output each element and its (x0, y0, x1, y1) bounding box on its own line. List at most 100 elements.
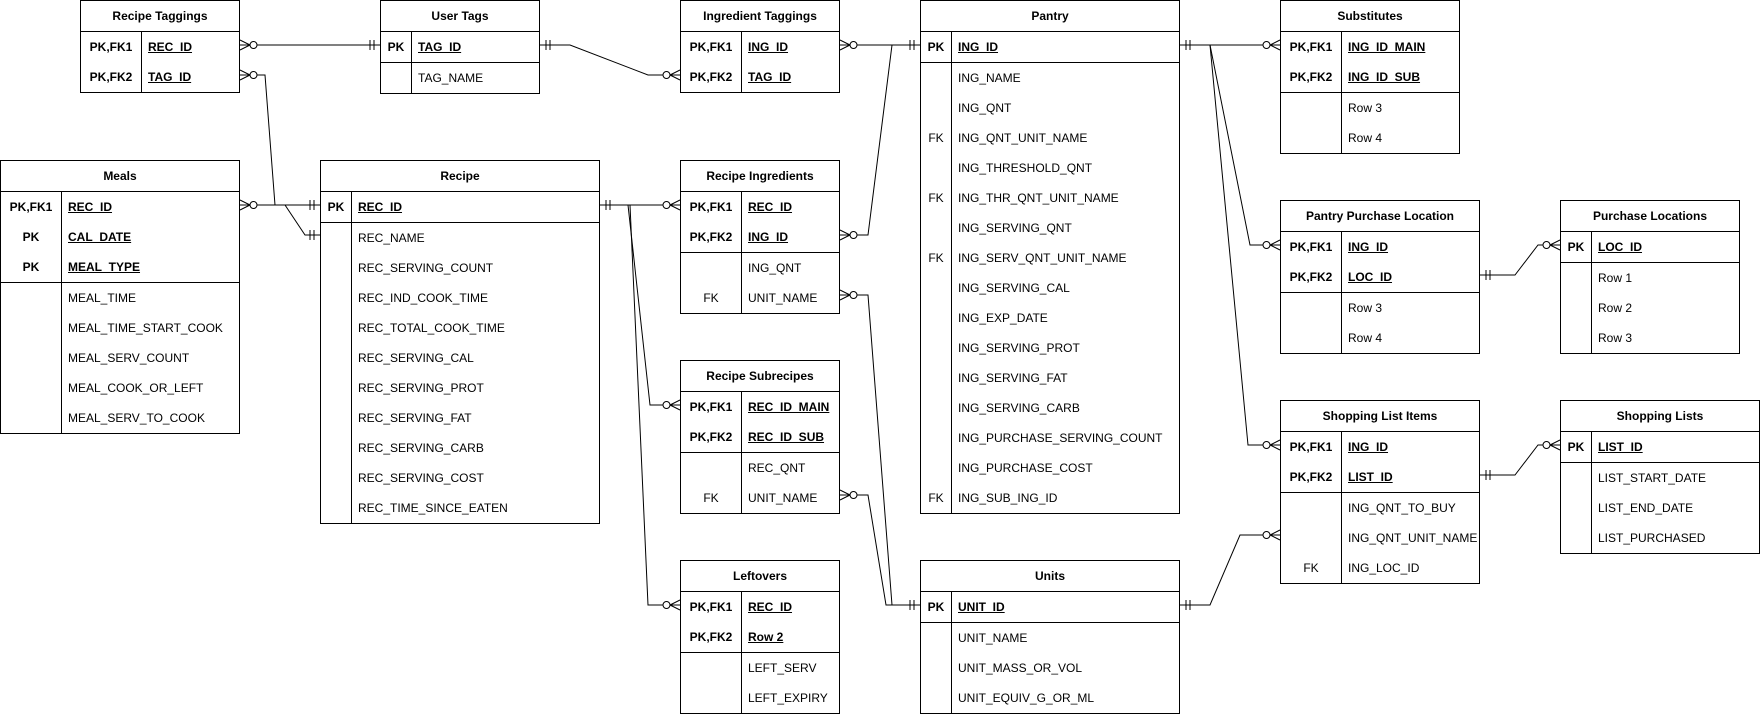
key-marker: FK (928, 491, 944, 505)
key-column-divider (1561, 232, 1592, 262)
field-name: REC_ID (748, 600, 793, 614)
key-marker (1281, 123, 1341, 153)
field-row: MEAL_SERV_COUNT (1, 343, 239, 373)
field-name: ING_THR_QNT_UNIT_NAME (958, 191, 1119, 205)
key-marker (1, 313, 61, 343)
field-name: CAL_DATE (68, 230, 132, 244)
key-marker: PK,FK1 (689, 400, 733, 414)
field-name: ING_ID (1348, 240, 1389, 254)
field-row: ING_QNT_UNIT_NAME (1281, 523, 1479, 553)
field-row: ING_QNT (681, 253, 839, 283)
key-marker: PK (387, 40, 405, 54)
key-marker (321, 343, 351, 373)
field-name: ING_LOC_ID (1348, 561, 1420, 575)
field-row: ING_SERVING_CAL (921, 273, 1179, 303)
key-marker (681, 683, 741, 713)
field-name: ING_ID_SUB (1348, 70, 1421, 84)
field-row: Row 2 (1561, 293, 1739, 323)
field-row: ING_SERVING_PROT (921, 333, 1179, 363)
link-recipe-taggings-recipe (239, 69, 320, 210)
key-column-divider (681, 653, 742, 713)
field-row: LEFT_SERV (681, 653, 839, 683)
field-row: MEAL_TIME (1, 283, 239, 313)
key-marker (1, 343, 61, 373)
key-column-divider (921, 63, 952, 513)
field-name: ING_QNT (958, 101, 1012, 115)
field-row: REC_SERVING_PROT (321, 373, 599, 403)
link-recipe-ingredients-pantry (839, 40, 920, 241)
field-row: PK,FK2 ING_ID_SUB (1281, 62, 1459, 92)
field-row: MEAL_COOK_OR_LEFT (1, 373, 239, 403)
field-name: REC_TOTAL_COOK_TIME (358, 321, 505, 335)
key-marker (321, 373, 351, 403)
field-row: ING_PURCHASE_SERVING_COUNT (921, 423, 1179, 453)
field-name: ING_ID (748, 40, 789, 54)
field-name: ING_QNT_TO_BUY (1348, 501, 1456, 515)
field-name: REC_IND_COOK_TIME (358, 291, 489, 305)
field-row: PK,FK2 TAG_ID (81, 62, 239, 92)
entity-title: User Tags (381, 1, 539, 32)
key-marker (681, 453, 741, 483)
field-name: Row 3 (1348, 301, 1383, 315)
entity-title: Recipe Subrecipes (681, 361, 839, 392)
key-marker: PK,FK2 (1289, 70, 1333, 84)
key-marker: FK (1303, 561, 1319, 575)
field-row: MEAL_SERV_TO_COOK (1, 403, 239, 433)
field-row: UNIT_NAME (921, 623, 1179, 653)
key-column-divider (1, 192, 62, 282)
crow-foot-many-marker (839, 489, 858, 501)
key-marker (921, 623, 951, 653)
key-marker: PK,FK1 (689, 600, 733, 614)
key-marker (1281, 293, 1341, 323)
key-marker (321, 313, 351, 343)
key-column-divider (681, 192, 742, 252)
key-column-divider (321, 192, 352, 222)
key-marker: PK,FK1 (89, 40, 133, 54)
key-marker (681, 253, 741, 283)
key-marker: PK (1567, 440, 1585, 454)
key-column-divider (1561, 463, 1592, 553)
field-row: ING_SERVING_QNT (921, 213, 1179, 243)
key-marker (1561, 493, 1591, 523)
key-column-divider (381, 63, 412, 93)
entity-title: Leftovers (681, 561, 839, 592)
key-marker: PK,FK2 (689, 430, 733, 444)
entity-title: Substitutes (1281, 1, 1459, 32)
field-name: TAG_ID (148, 70, 192, 84)
key-marker (321, 223, 351, 253)
field-name: REC_SERVING_CARB (358, 441, 484, 455)
mandatory-one-marker (369, 40, 375, 50)
key-marker: PK,FK2 (89, 70, 133, 84)
field-name: ING_PURCHASE_COST (958, 461, 1093, 475)
crow-foot-many-marker (1542, 439, 1561, 451)
key-marker (321, 433, 351, 463)
key-marker: PK,FK2 (689, 630, 733, 644)
crow-foot-many-marker (662, 199, 681, 211)
field-row: FK ING_LOC_ID (1281, 553, 1479, 583)
